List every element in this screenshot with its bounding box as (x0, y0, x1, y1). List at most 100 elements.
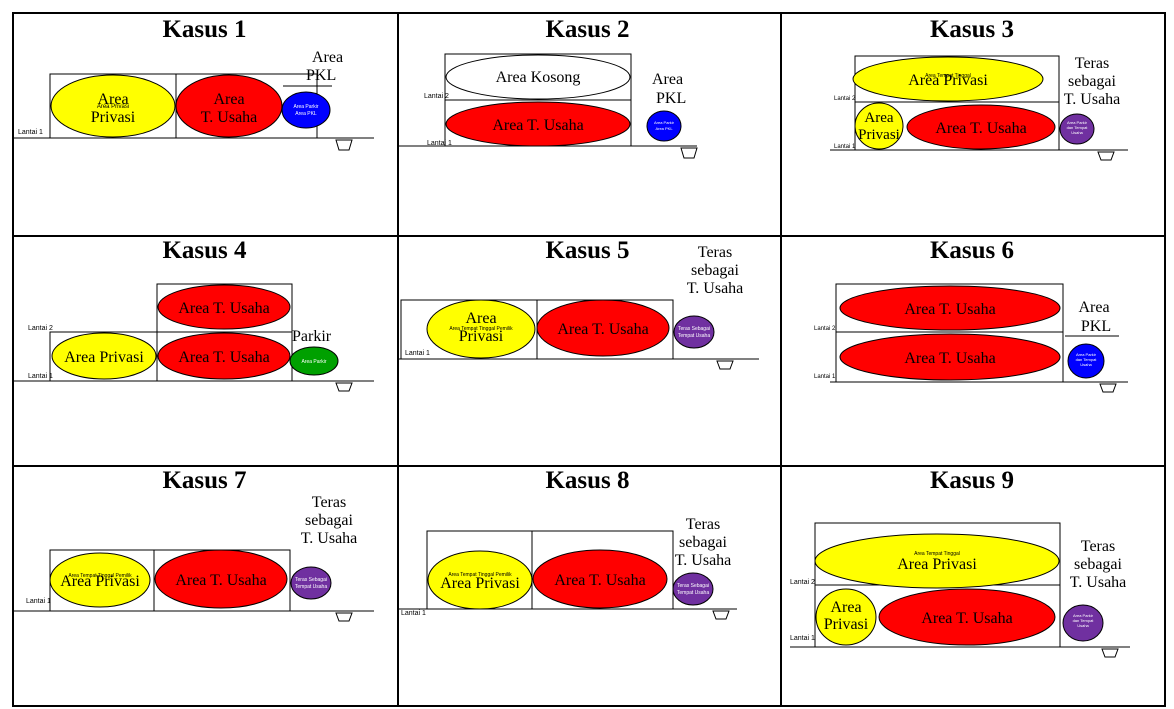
case-cell-2: Kasus 2 Lantai 2 Lantai 1 Area Kosong Ar… (397, 14, 778, 233)
zone-privasi (854, 102, 904, 150)
case-title: Kasus 8 (545, 467, 630, 494)
zone-privasi (426, 299, 536, 359)
floor-label: Lantai 2 (424, 93, 449, 100)
outside-circle (672, 572, 714, 606)
zone-label: Area T. Usaha (557, 321, 648, 338)
case-title: Kasus 9 (929, 467, 1015, 494)
floor-label: Lantai 1 (28, 373, 53, 380)
zone-label: Area T. Usaha (175, 572, 266, 589)
zone-label: Area T. Usaha (921, 610, 1012, 627)
zone-usaha-top (839, 285, 1061, 331)
drain-icon (716, 360, 734, 370)
outside-circle (1067, 343, 1105, 379)
drain-icon (1097, 151, 1115, 161)
zone-small-label: Area Tempat Tinggal Pemilik (68, 573, 132, 579)
outside-circle (289, 346, 339, 376)
outside-circle (1062, 604, 1104, 642)
floor-label: Lantai 1 (814, 374, 836, 380)
floor-label: Lantai 1 (427, 140, 452, 147)
zone-usaha (532, 549, 668, 609)
case-title: Kasus 1 (162, 16, 247, 43)
zone-label: Area Privasi (64, 349, 144, 366)
case-diagram: Lantai 1 Area Tempat Tinggal Pemilik Are… (397, 516, 737, 620)
zone-usaha (154, 549, 288, 609)
floor-label: Lantai 1 (18, 129, 43, 136)
grid-divider (780, 14, 782, 705)
case-diagram: Lantai 2 Lantai 1 Area T. Usaha Area Pri… (14, 283, 374, 392)
outside-circle (281, 91, 331, 129)
floor-label: Lantai 1 (834, 144, 856, 150)
zone-label: Area T. Usaha (904, 350, 995, 367)
zone-small-label: Area Tempat Tinggal Pemilik (448, 572, 512, 578)
zone-usaha (536, 299, 670, 357)
grid-divider (14, 235, 1164, 237)
case-cell-6: Kasus 6 Lantai 2 Lantai 1 Area T. Usaha … (780, 235, 1164, 449)
case-cell-8: Kasus 8 Lantai 1 Area Tempat Tinggal Pem… (397, 465, 778, 705)
drain-icon (335, 382, 353, 392)
zone-privasi (815, 588, 877, 646)
case-title: Kasus 4 (162, 237, 247, 264)
zone-usaha (839, 333, 1061, 381)
case-cell-5: Kasus 5 Lantai 1 Area Tempat Tinggal Pem… (397, 235, 778, 449)
drain-icon (335, 139, 353, 151)
zone-privasi (427, 550, 533, 610)
zone-usaha (175, 74, 283, 138)
zone-label: Area Privasi (908, 72, 988, 89)
zone-privasi-top (814, 533, 1060, 589)
zone-usaha-top (157, 284, 291, 330)
case-diagram: Lantai 2 Lantai 1 Area Tempat Tinggal Ar… (790, 522, 1130, 658)
zone-small-label: Area Tempat Tinggal (914, 551, 960, 557)
floor-label: Lantai 1 (790, 635, 815, 642)
drain-icon (335, 612, 353, 622)
zone-privasi (50, 74, 176, 138)
floor-label: Lantai 2 (790, 579, 815, 586)
drain-icon (1101, 648, 1119, 658)
case-cell-3: Kasus 3 Lantai 2 Lantai 1 Area Tempat Ti… (780, 14, 1164, 233)
zone-usaha (445, 101, 631, 147)
outside-label: Parkir (292, 328, 332, 345)
case-cell-7: Kasus 7 Lantai 1 Area Tempat Tinggal Pem… (14, 465, 395, 705)
zone-label: Area T. Usaha (492, 117, 583, 134)
drain-icon (680, 147, 698, 159)
drain-icon (1099, 383, 1117, 393)
floor-label: Lantai 1 (401, 610, 426, 617)
case-title: Kasus 6 (929, 237, 1015, 264)
case-diagram: Lantai 2 Lantai 1 Area Tempat Tinggal Ar… (830, 55, 1128, 161)
zone-label: Area T. Usaha (935, 120, 1026, 137)
zone-usaha (878, 588, 1056, 646)
floor-label: Lantai 2 (28, 325, 53, 332)
case-diagram: Lantai 2 Lantai 1 Area T. Usaha Area T. … (814, 283, 1128, 393)
zone-small-label: Area Privasi (97, 104, 129, 110)
zone-label: Area Kosong (496, 69, 581, 86)
outside-circle (290, 566, 332, 600)
zone-label: Area T. Usaha (178, 300, 269, 317)
case-cell-4: Kasus 4 Lantai 2 Lantai 1 Area T. Usaha … (14, 235, 395, 449)
zone-label: Area Privasi (60, 573, 140, 590)
zone-usaha (157, 332, 291, 380)
zone-kosong (445, 54, 631, 100)
zone-label: Area T. Usaha (904, 301, 995, 318)
floor-label: Lantai 2 (814, 326, 836, 332)
case-diagram: Lantai 1 Area Tempat Tinggal Pemilik Are… (14, 494, 374, 622)
